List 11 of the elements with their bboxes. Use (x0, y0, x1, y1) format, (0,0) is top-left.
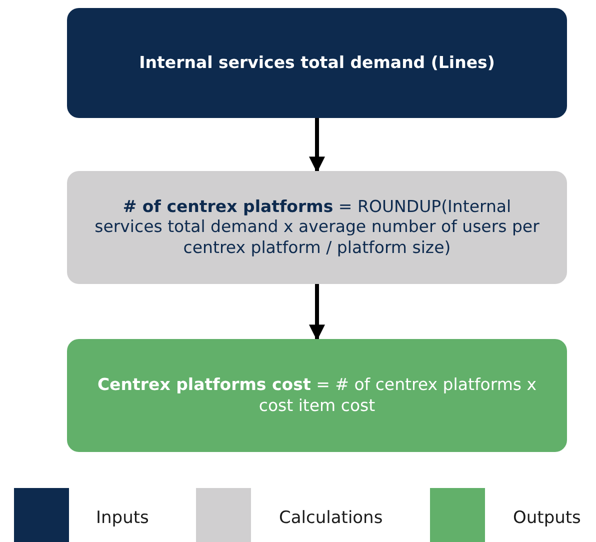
process-box (67, 8, 567, 118)
legend-label: Calculations (279, 508, 383, 528)
legend-label: Inputs (96, 508, 149, 528)
arrow (309, 118, 325, 173)
box-text: # of centrex platforms = ROUNDUP(Internal services total demand x average number of users per centrex platform / platform size) (94, 196, 540, 258)
legend-label: Outputs (513, 508, 581, 528)
arrow (309, 284, 325, 341)
process-box (67, 339, 567, 452)
process-box (67, 171, 567, 284)
box-text: Internal services total demand (Lines) (139, 52, 495, 74)
box-text: Centrex platforms cost = # of centrex platforms x cost item cost (96, 374, 538, 416)
